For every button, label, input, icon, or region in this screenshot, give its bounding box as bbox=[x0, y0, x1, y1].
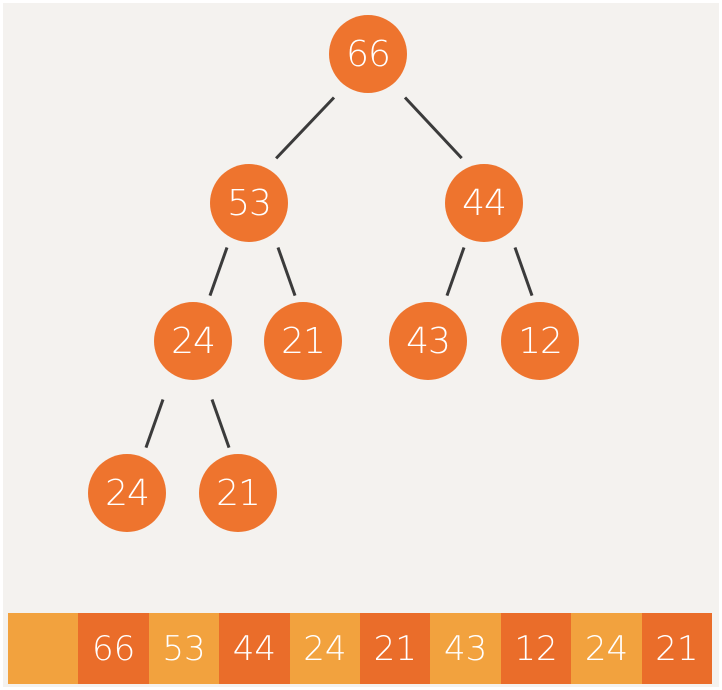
array-cell-3: 44 bbox=[219, 613, 290, 684]
edge-53-21 bbox=[276, 246, 297, 296]
array-cell-7: 12 bbox=[500, 613, 572, 684]
edge-24-21 bbox=[210, 398, 231, 448]
heap-array: 66 53 44 24 21 43 12 24 21 bbox=[8, 613, 713, 684]
tree-node-4: 24 bbox=[154, 302, 232, 380]
tree-node-8: 24 bbox=[88, 454, 166, 532]
array-cell-9: 21 bbox=[641, 613, 713, 684]
array-cell-8: 24 bbox=[571, 613, 642, 684]
array-cell-2: 53 bbox=[148, 613, 220, 684]
array-cell-0 bbox=[8, 613, 79, 684]
tree-node-5: 21 bbox=[264, 302, 342, 380]
tree-node-6: 43 bbox=[389, 302, 467, 380]
tree-node-9: 21 bbox=[199, 454, 277, 532]
array-cell-6: 43 bbox=[430, 613, 501, 684]
tree-node-7: 12 bbox=[501, 302, 579, 380]
edge-44-43 bbox=[445, 246, 466, 296]
tree-node-1: 66 bbox=[329, 15, 407, 93]
edge-44-12 bbox=[513, 246, 534, 296]
edge-24-24 bbox=[144, 398, 165, 448]
array-cell-5: 21 bbox=[360, 613, 431, 684]
edge-66-44 bbox=[403, 96, 464, 160]
array-cell-4: 24 bbox=[289, 613, 361, 684]
tree-node-2: 53 bbox=[210, 164, 288, 242]
array-cell-1: 66 bbox=[78, 613, 149, 684]
edge-66-53 bbox=[274, 96, 336, 160]
edge-53-24 bbox=[208, 246, 229, 296]
tree-node-3: 44 bbox=[445, 164, 523, 242]
